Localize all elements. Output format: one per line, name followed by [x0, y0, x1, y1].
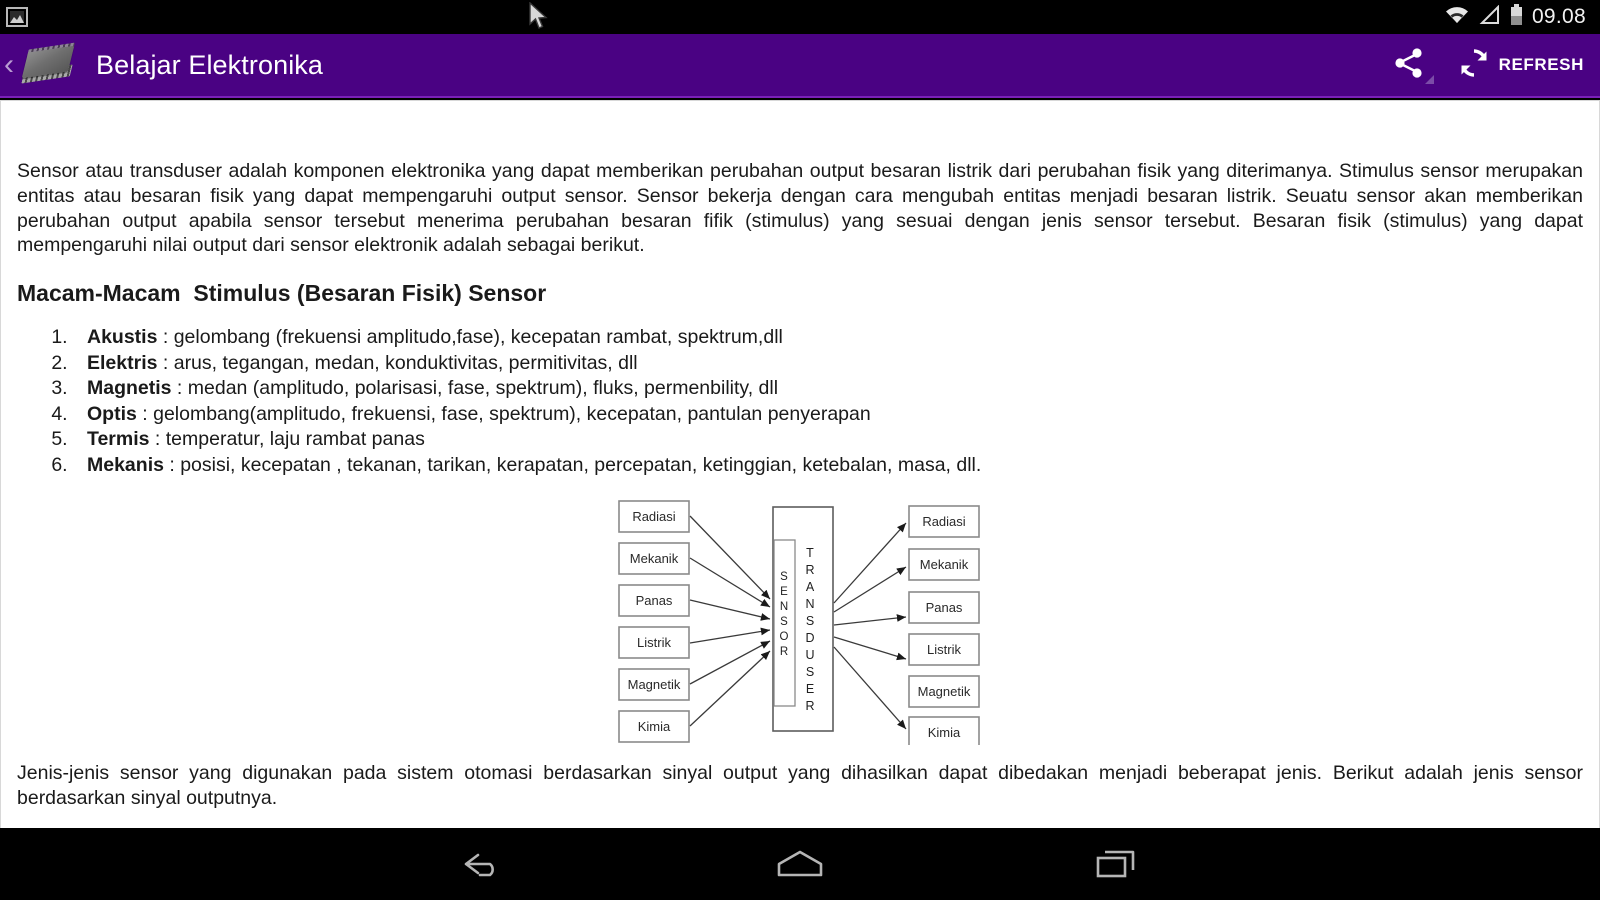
status-bar-notifications [6, 7, 28, 27]
app-action-bar: ‹ Belajar Elektronika [0, 34, 1600, 98]
list-item: Elektris : arus, tegangan, medan, konduk… [73, 351, 1583, 376]
back-icon [464, 853, 494, 877]
diagram-output-label: Magnetik [918, 684, 971, 699]
nav-back-button[interactable] [405, 828, 563, 900]
list-item-desc: : temperatur, laju rambat panas [149, 428, 425, 451]
diagram-output-boxes: Radiasi Mekanik Panas Listrik Magnetik K… [908, 505, 980, 746]
diagram-sensor-box [773, 539, 796, 708]
diagram-input-label: Kimia [638, 719, 671, 734]
list-item-desc: : medan (amplitudo, polarisasi, fase, sp… [171, 377, 779, 400]
diagram-input-label: Mekanik [630, 551, 679, 566]
list-item-term: Magnetis [87, 377, 172, 400]
mouse-cursor [529, 2, 548, 29]
share-button[interactable] [1376, 33, 1442, 97]
image-icon [6, 7, 28, 27]
recents-icon [1096, 850, 1135, 878]
list-item-term: Akustis [87, 326, 158, 348]
share-dropdown-triangle-icon[interactable] [1424, 75, 1434, 84]
list-item-desc: : gelombang(amplitudo, frekuensi, fase, … [136, 402, 871, 425]
list-item: Mekanis : posisi, kecepatan , tekanan, t… [73, 453, 1583, 478]
article-content: Sensor atau transduser adalah komponen e… [1, 101, 1599, 811]
share-icon [1392, 47, 1426, 84]
list-item-term: Mekanis [87, 453, 164, 476]
battery-icon [1510, 3, 1523, 31]
diagram-input-label: Radiasi [632, 509, 675, 524]
list-item: Optis : gelombang(amplitudo, frekuensi, … [73, 402, 1583, 427]
diagram-input-label: Magnetik [628, 677, 681, 692]
transducer-diagram-wrapper: Radiasi Mekanik Panas Listrik Magnetik K… [17, 495, 1583, 746]
transducer-diagram: Radiasi Mekanik Panas Listrik Magnetik K… [610, 495, 990, 746]
list-item-term: Termis [87, 428, 150, 451]
signal-icon [1479, 4, 1501, 30]
diagram-output-label: Kimia [928, 725, 961, 740]
home-icon [777, 850, 823, 877]
list-item: Akustis : gelombang (frekuensi amplitudo… [73, 325, 1583, 350]
app-logo-ic-chip-icon[interactable] [18, 42, 80, 88]
transducer-diagram-svg: Radiasi Mekanik Panas Listrik Magnetik K… [618, 500, 980, 746]
wifi-icon [1444, 5, 1470, 30]
status-bar-system-icons: 09.08 [1444, 3, 1586, 31]
diagram-input-label: Panas [636, 593, 673, 608]
section-heading: Macam-Macam Stimulus (Besaran Fisik) Sen… [17, 280, 547, 306]
diagram-output-label: Mekanik [920, 557, 969, 572]
nav-recents-button[interactable] [1037, 828, 1195, 900]
list-item-desc: : posisi, kecepatan , tekanan, tarikan, … [163, 453, 982, 476]
refresh-icon [1458, 47, 1490, 84]
diagram-output-label: Panas [926, 600, 963, 615]
refresh-button[interactable]: REFRESH [1442, 33, 1600, 97]
up-back-caret-icon[interactable]: ‹ [4, 48, 14, 81]
intro-paragraph: Sensor atau transduser adalah komponen e… [17, 160, 1583, 257]
list-item-term: Elektris [87, 351, 158, 374]
list-item-term: Optis [87, 402, 137, 425]
app-title: Belajar Elektronika [96, 49, 324, 80]
diagram-input-arrows [689, 515, 771, 727]
list-item: Termis : temperatur, laju rambat panas [73, 427, 1583, 452]
status-bar-clock: 09.08 [1531, 5, 1586, 28]
list-item-desc: : arus, tegangan, medan, konduktivitas, … [157, 351, 638, 374]
list-item-desc: : gelombang (frekuensi amplitudo,fase), … [157, 326, 783, 348]
diagram-output-label: Radiasi [922, 514, 965, 529]
diagram-output-arrows [833, 522, 907, 730]
diagram-input-boxes: Radiasi Mekanik Panas Listrik Magnetik K… [618, 500, 690, 744]
nav-home-button[interactable] [721, 828, 879, 900]
diagram-output-label: Listrik [927, 642, 961, 657]
android-navigation-bar [0, 828, 1600, 900]
refresh-label: REFRESH [1498, 55, 1584, 74]
diagram-input-label: Listrik [637, 635, 671, 650]
action-bar-buttons: REFRESH [1376, 33, 1600, 97]
closing-paragraph: Jenis-jenis sensor yang digunakan pada s… [17, 762, 1583, 810]
list-item: Magnetis : medan (amplitudo, polarisasi,… [73, 376, 1583, 401]
article-webview[interactable]: Sensor atau transduser adalah komponen e… [0, 100, 1600, 828]
android-status-bar: 09.08 [0, 0, 1600, 34]
stimulus-list: Akustis : gelombang (frekuensi amplitudo… [73, 325, 1583, 477]
